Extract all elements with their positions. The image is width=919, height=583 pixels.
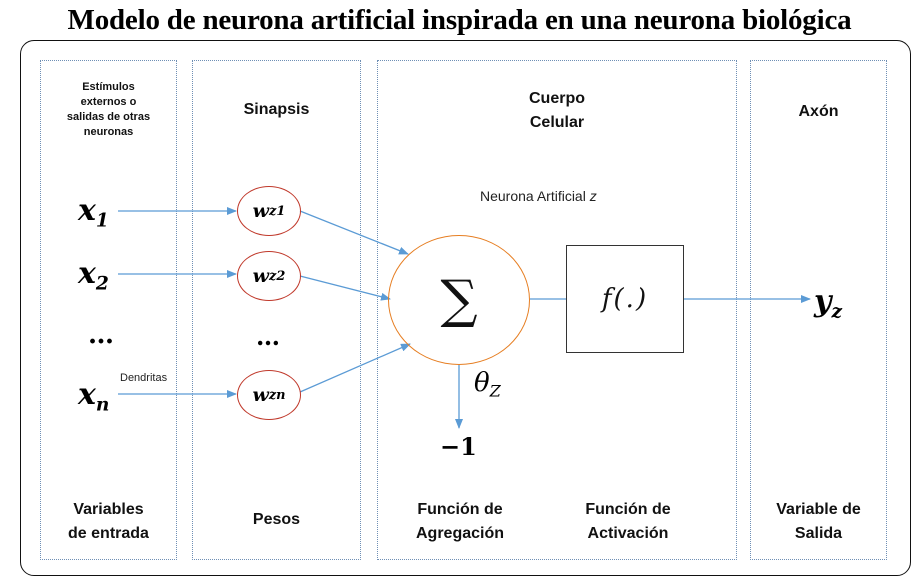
sigma-symbol: ∑ xyxy=(440,270,478,330)
arrow-w2-sum xyxy=(299,275,391,301)
bias-input: −1 xyxy=(440,432,477,461)
threshold-theta: θZ xyxy=(474,368,501,401)
activation-function-label: f(.) xyxy=(601,284,649,314)
arrow-w1-sum xyxy=(299,210,409,255)
inputs-header: Estímulos externos o salidas de otras ne… xyxy=(66,81,151,138)
input-x2: x2 xyxy=(78,256,109,295)
axon-footer: Variable de Salida xyxy=(776,501,861,542)
axon-header: Axón xyxy=(798,103,839,120)
activation-function-box: f(.) xyxy=(566,245,684,353)
column-axon xyxy=(750,60,887,560)
weight-ellipsis: … xyxy=(256,322,280,351)
input-ellipsis: … xyxy=(88,320,114,350)
dendrite-label: Dendritas xyxy=(120,372,168,384)
aggregation-footer: Función de Agregación xyxy=(415,501,504,542)
summation-node: ∑ xyxy=(388,235,530,365)
weights-footer: Pesos xyxy=(252,511,301,528)
input-xn: xn xyxy=(78,377,110,416)
input-x1: x1 xyxy=(78,193,109,232)
column-cell-body xyxy=(377,60,737,560)
output-yz: yz xyxy=(814,284,842,323)
activation-footer: Función de Activación xyxy=(585,501,671,542)
arrow-wn-sum xyxy=(299,343,411,393)
neuron-label: Neurona Artificial z xyxy=(480,188,597,204)
diagram-title: Modelo de neurona artificial inspirada e… xyxy=(67,4,852,36)
column-weights xyxy=(192,60,361,560)
column-inputs xyxy=(40,60,177,560)
diagram-frame xyxy=(20,40,911,576)
cell-body-header: Cuerpo Celular xyxy=(529,90,585,131)
inputs-footer: Variables de entrada xyxy=(68,501,149,542)
weights-header: Sinapsis xyxy=(243,101,310,118)
